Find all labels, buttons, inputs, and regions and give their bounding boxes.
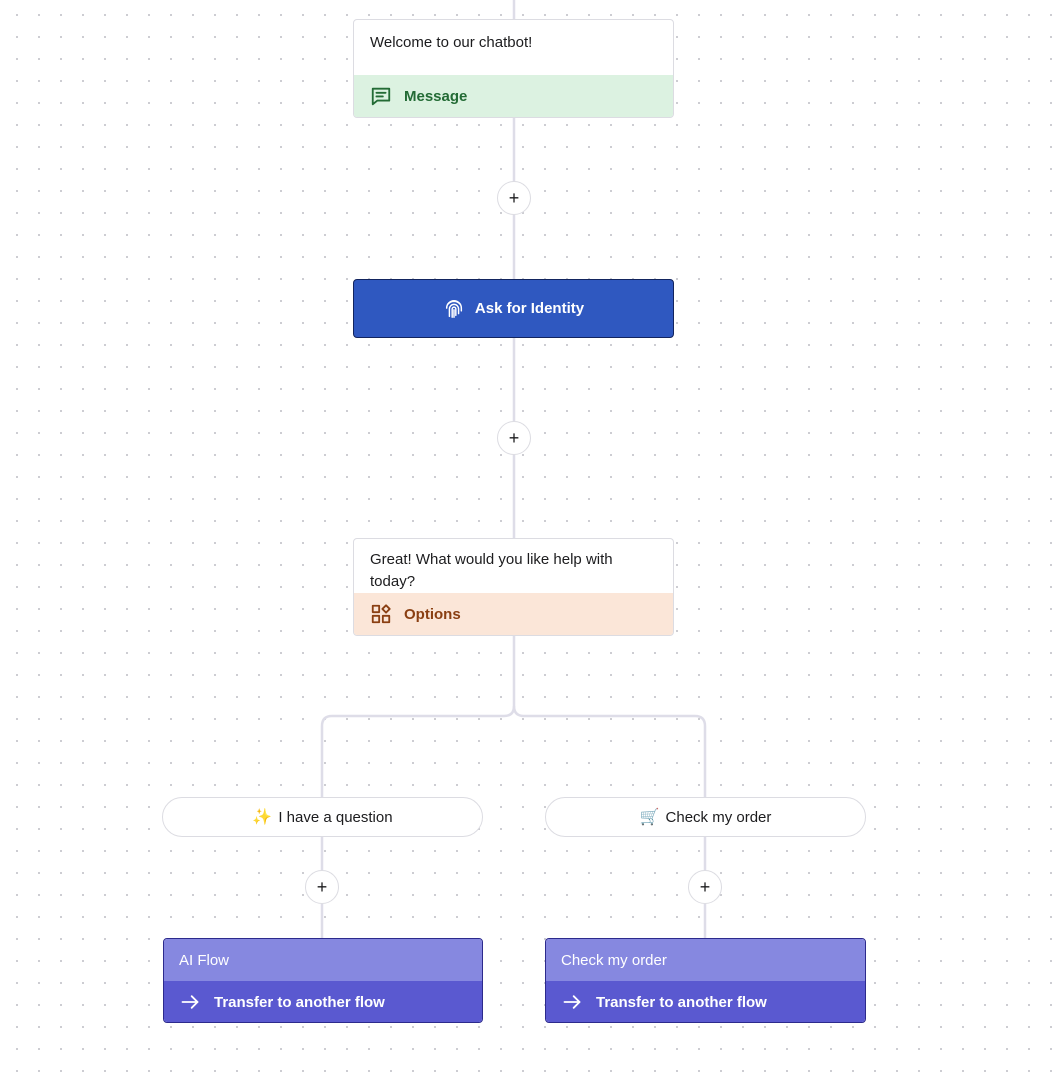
message-type-footer: Message — [354, 75, 673, 117]
sparkles-icon: ✨ — [252, 809, 273, 826]
options-question-text: Great! What would you like help with tod… — [370, 551, 613, 590]
options-type-label: Options — [404, 605, 461, 623]
welcome-message-node[interactable]: Welcome to our chatbot! Message — [353, 19, 674, 118]
apps-shapes-icon — [370, 603, 392, 625]
transfer-action: Transfer to another flow — [164, 981, 482, 1022]
choice-label: I have a question — [278, 808, 393, 826]
connector-options-branch-right — [512, 705, 707, 797]
add-step-button-3[interactable]: + — [305, 870, 339, 904]
ask-identity-label: Ask for Identity — [474, 300, 585, 317]
arrow-right-icon — [562, 992, 582, 1012]
options-node[interactable]: Great! What would you like help with tod… — [353, 538, 674, 636]
transfer-node-ai-flow[interactable]: AI Flow Transfer to another flow — [163, 938, 483, 1023]
choice-have-question[interactable]: ✨ I have a question — [162, 797, 483, 837]
transfer-action-label: Transfer to another flow — [596, 993, 767, 1011]
transfer-title: Check my order — [546, 939, 865, 981]
message-type-label: Message — [404, 87, 468, 105]
fingerprint-icon — [443, 298, 465, 320]
arrow-right-icon — [180, 992, 200, 1012]
message-lines-icon — [370, 85, 392, 107]
connector-options-branch — [320, 636, 516, 797]
choice-check-order[interactable]: 🛒 Check my order — [545, 797, 866, 837]
transfer-action: Transfer to another flow — [546, 981, 865, 1022]
transfer-node-check-order[interactable]: Check my order Transfer to another flow — [545, 938, 866, 1023]
add-step-button-4[interactable]: + — [688, 870, 722, 904]
ask-identity-node[interactable]: Ask for Identity — [353, 279, 674, 338]
shopping-cart-icon: 🛒 — [639, 809, 660, 826]
welcome-message-text: Welcome to our chatbot! — [370, 34, 533, 51]
transfer-title: AI Flow — [164, 939, 482, 981]
choice-label: Check my order — [665, 808, 772, 826]
transfer-action-label: Transfer to another flow — [214, 993, 385, 1011]
add-step-button-2[interactable]: + — [497, 421, 531, 455]
options-type-footer: Options — [354, 593, 673, 635]
add-step-button-1[interactable]: + — [497, 181, 531, 215]
